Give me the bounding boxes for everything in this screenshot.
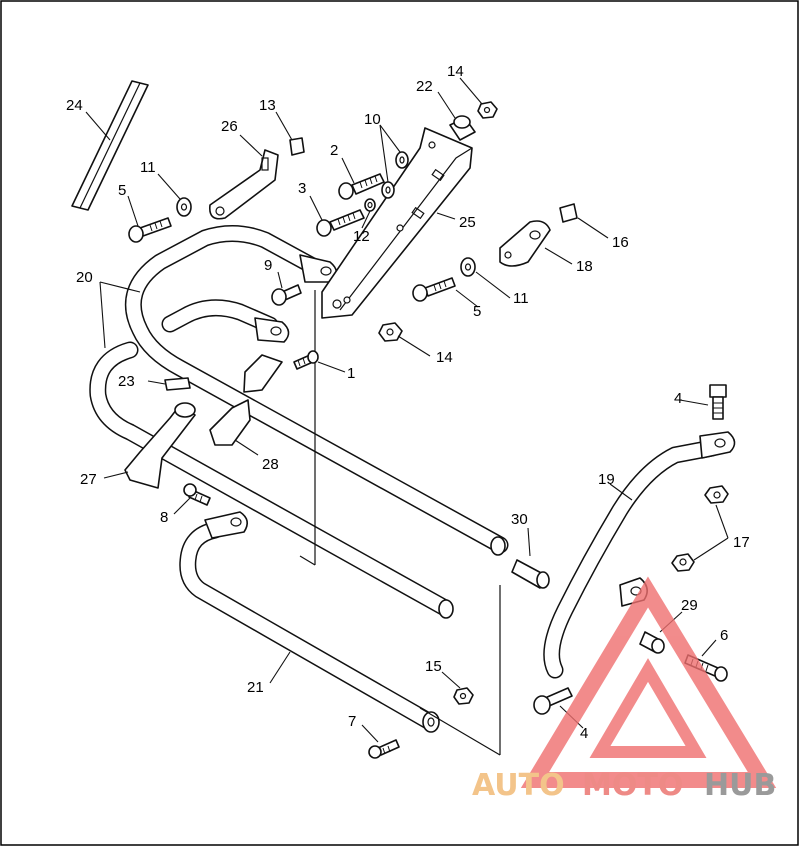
part-30-sleeve bbox=[511, 559, 550, 589]
callout-25: 25 bbox=[459, 214, 476, 231]
part-1-screw bbox=[293, 350, 319, 370]
part-5-bolt-left bbox=[128, 217, 172, 243]
callout-12: 12 bbox=[353, 228, 370, 245]
callout-13: 13 bbox=[259, 97, 276, 114]
part-25-mounting-plate bbox=[299, 127, 501, 756]
callout-4-top: 4 bbox=[674, 390, 682, 407]
part-13-clip bbox=[289, 137, 305, 156]
part-11-washer-right bbox=[460, 257, 476, 277]
callout-20: 20 bbox=[76, 269, 93, 286]
callout-29: 29 bbox=[681, 597, 698, 614]
callout-11-left: 11 bbox=[140, 159, 156, 176]
callout-7: 7 bbox=[348, 713, 356, 730]
callout-14-top: 14 bbox=[447, 63, 464, 80]
part-27-clamp bbox=[124, 402, 196, 489]
part-5-bolt-right bbox=[412, 277, 456, 302]
callout-1: 1 bbox=[347, 365, 355, 382]
callout-11-right: 11 bbox=[513, 290, 529, 307]
callout-18: 18 bbox=[576, 258, 593, 275]
part-24-strip bbox=[71, 80, 149, 211]
callout-8: 8 bbox=[160, 509, 168, 526]
part-26-bracket bbox=[208, 149, 279, 220]
part-21-lower-guard bbox=[179, 511, 440, 733]
part-14-nut-lower bbox=[378, 322, 403, 342]
callout-30: 30 bbox=[511, 511, 528, 528]
part-20-upper-guard bbox=[89, 225, 509, 619]
part-8-screw bbox=[183, 483, 211, 506]
watermark-text: AUTO MOTO HUB bbox=[472, 768, 776, 803]
callout-3: 3 bbox=[298, 180, 306, 197]
part-29-spacer bbox=[639, 631, 665, 654]
part-12-lockwasher bbox=[364, 198, 376, 212]
watermark-text-auto: AUTO bbox=[472, 768, 565, 803]
callout-6: 6 bbox=[720, 627, 728, 644]
part-28-clamp bbox=[209, 354, 283, 446]
part-10-washer-b bbox=[381, 181, 395, 199]
callout-labels: 1 2 3 4 4 5 5 6 7 8 9 10 11 11 12 13 14 … bbox=[66, 63, 750, 742]
part-16-clip bbox=[559, 203, 578, 223]
callout-19: 19 bbox=[598, 471, 615, 488]
watermark-triangle-outer bbox=[520, 576, 777, 788]
watermark-text-hub: HUB bbox=[704, 768, 776, 803]
callout-10: 10 bbox=[364, 111, 381, 128]
callout-28: 28 bbox=[262, 456, 279, 473]
callout-21: 21 bbox=[247, 679, 264, 696]
callout-27: 27 bbox=[80, 471, 97, 488]
part-11-washer-left bbox=[176, 197, 192, 217]
part-15-nut bbox=[453, 687, 474, 705]
part-4-bolt-bottom bbox=[533, 687, 573, 715]
watermark-text-moto: MOTO bbox=[582, 768, 683, 803]
callout-24: 24 bbox=[66, 97, 83, 114]
callout-2: 2 bbox=[330, 142, 338, 159]
watermark-triangle-inner bbox=[589, 658, 707, 758]
part-3-bolt bbox=[316, 209, 365, 237]
part-4-bolt-top bbox=[709, 384, 727, 420]
part-22-spacer bbox=[449, 115, 476, 141]
part-23-tag bbox=[164, 377, 191, 391]
part-14-nut-top bbox=[477, 101, 498, 119]
part-2-bolt bbox=[338, 173, 385, 200]
part-17-nut-b bbox=[671, 553, 695, 572]
callout-9: 9 bbox=[264, 257, 272, 274]
callout-22: 22 bbox=[416, 78, 433, 95]
callout-26: 26 bbox=[221, 118, 238, 135]
tube-end-20a bbox=[490, 536, 506, 556]
callout-14-bottom: 14 bbox=[436, 349, 453, 366]
part-7-screw bbox=[368, 739, 400, 759]
callout-16: 16 bbox=[612, 234, 629, 251]
callout-5-left: 5 bbox=[118, 182, 126, 199]
part-10-washer-a bbox=[395, 151, 409, 169]
callout-23: 23 bbox=[118, 373, 135, 390]
callout-5-right: 5 bbox=[473, 303, 481, 320]
tube-end-20b bbox=[438, 599, 454, 619]
callout-17: 17 bbox=[733, 534, 750, 551]
part-19-side-guard bbox=[543, 431, 736, 679]
callout-4-bottom: 4 bbox=[580, 725, 588, 742]
watermark-logo bbox=[520, 576, 777, 788]
part-18-bracket bbox=[499, 220, 551, 267]
callout-15: 15 bbox=[425, 658, 442, 675]
part-9-bolt bbox=[271, 284, 302, 306]
part-17-nut-a bbox=[704, 485, 729, 504]
